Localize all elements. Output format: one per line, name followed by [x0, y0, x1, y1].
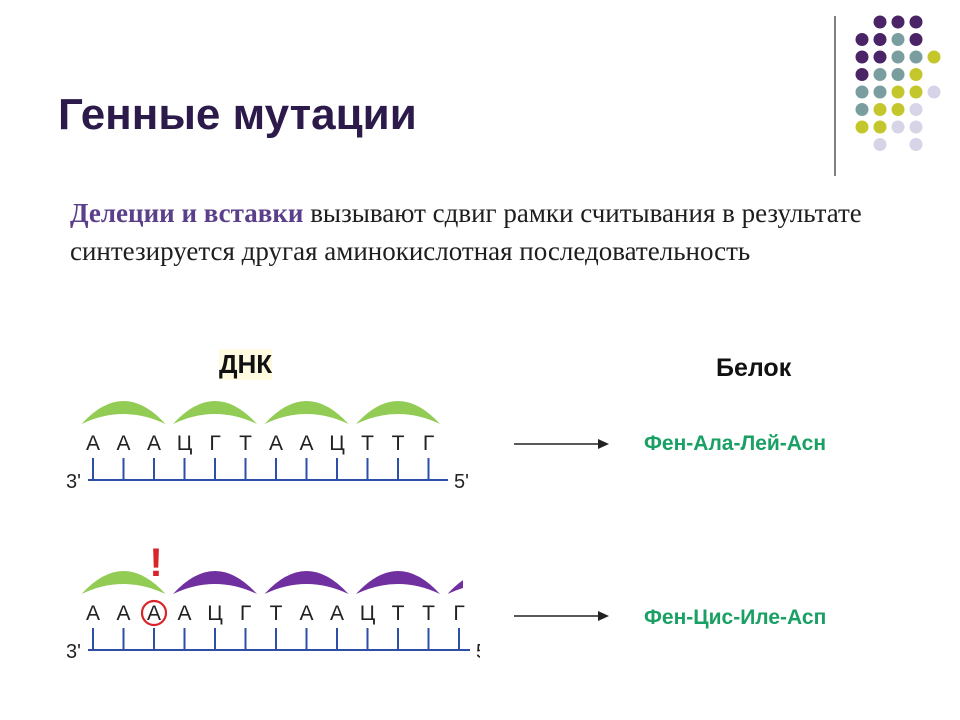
nucleotide-base: Ц [360, 602, 376, 625]
decorative-dot [873, 33, 887, 46]
decorative-dot [927, 50, 941, 64]
strand-start-label: 3' [66, 641, 81, 663]
nucleotide-base: А [147, 432, 161, 455]
nucleotide-base: Т [422, 602, 435, 625]
decorative-dot [855, 50, 869, 64]
mutant-protein-sequence: Фен-Цис-Иле-Асп [644, 606, 827, 629]
dna-label: ДНК [219, 349, 273, 380]
decorative-dot [873, 50, 887, 64]
decorative-dot [873, 85, 887, 99]
nucleotide-base: Г [209, 432, 220, 455]
nucleotide-base: Т [392, 602, 405, 625]
decorative-dot [873, 120, 887, 134]
strand-end-label: 5' [454, 471, 469, 493]
protein-label: Белок [716, 354, 792, 382]
decorative-dot [873, 68, 887, 81]
decorative-dot [909, 120, 923, 134]
strand-end-label: 5' [476, 641, 480, 663]
codon-arc [81, 571, 166, 594]
decorative-dot [891, 33, 905, 46]
decorative-dot [855, 103, 869, 116]
nucleotide-base: А [86, 432, 100, 455]
nucleotide-base: Т [392, 432, 405, 455]
nucleotide-base: Г [423, 432, 434, 455]
arrow-right-icon [514, 611, 609, 621]
nucleotide-base: Г [240, 602, 251, 625]
codon-arc [356, 401, 440, 424]
nucleotide-base: А [86, 602, 100, 625]
decorative-dot [855, 120, 869, 134]
highlight-text: Делеции и вставки [70, 198, 304, 228]
decorative-dot [909, 68, 923, 81]
body-rest-text: вызывают сдвиг рамки считывания в резуль… [70, 198, 862, 266]
strand-start-label: 3' [66, 471, 81, 493]
decorative-dot [909, 138, 923, 151]
slide-body-text: Делеции и вставки вызывают сдвиг рамки с… [70, 194, 890, 270]
nucleotide-base: А [177, 602, 191, 625]
codon-arc [264, 401, 349, 424]
shifted-codon-arc [447, 580, 463, 594]
nucleotide-base: А [269, 432, 283, 455]
inserted-base-circle [140, 599, 168, 627]
decorative-dot [891, 15, 905, 29]
slide-title: Генные мутации [58, 90, 417, 139]
decorative-dot [909, 85, 923, 99]
nucleotide-base: Т [361, 432, 374, 455]
decorative-dot [891, 85, 905, 99]
shifted-codon-arc [173, 571, 257, 594]
decorative-dot [873, 138, 887, 151]
decorative-dot [909, 50, 923, 64]
arrow-right-icon [514, 439, 609, 449]
decorative-dot [927, 85, 941, 99]
decorative-dot [855, 33, 869, 46]
mutation-marker: ! [149, 541, 162, 585]
shifted-codon-arc [356, 571, 440, 594]
decorative-dot [873, 15, 887, 29]
decorative-dot [909, 33, 923, 46]
codon-arc [173, 401, 257, 424]
title-divider-line [834, 16, 836, 176]
shifted-codon-arc [264, 571, 349, 594]
decorative-dot [891, 50, 905, 64]
decorative-dot [891, 120, 905, 134]
nucleotide-base: Ц [329, 432, 345, 455]
nucleotide-base: А [116, 602, 130, 625]
nucleotide-base: Т [270, 602, 283, 625]
nucleotide-base: А [299, 432, 313, 455]
nucleotide-base: А [299, 602, 313, 625]
decorative-dot [855, 68, 869, 81]
decorative-dot-grid [855, 15, 941, 151]
normal-protein-sequence: Фен-Ала-Лей-Асн [644, 432, 827, 455]
nucleotide-base: Г [453, 602, 464, 625]
nucleotide-base: А [116, 432, 130, 455]
nucleotide-base: Ц [207, 602, 223, 625]
decorative-dot [891, 103, 905, 116]
nucleotide-base: Ц [177, 432, 193, 455]
decorative-dot [891, 68, 905, 81]
codon-arc [81, 401, 166, 424]
nucleotide-base: Т [239, 432, 252, 455]
decorative-dot [909, 15, 923, 29]
decorative-dot [909, 103, 923, 116]
decorative-dot [855, 85, 869, 99]
decorative-dot [873, 103, 887, 116]
nucleotide-base: А [147, 602, 161, 625]
nucleotide-base: А [330, 602, 344, 625]
